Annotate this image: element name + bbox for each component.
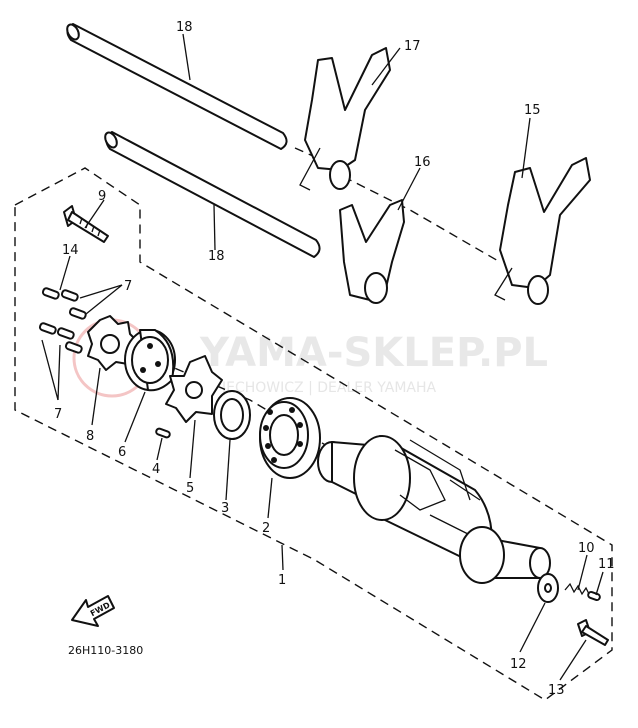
callout-12: 12	[510, 657, 527, 672]
watermark-title: YAMA-SKLEP.PL	[199, 330, 548, 376]
circlip-3	[213, 390, 251, 440]
assembly-boundary	[14, 167, 613, 701]
callout-7-top: 7	[124, 279, 132, 294]
pins-7	[38, 287, 87, 354]
callout-9: 9	[98, 189, 106, 204]
pin-11	[587, 590, 601, 602]
callout-4: 4	[152, 462, 160, 477]
watermark: YAMA-SKLEP.PL JECHOWICZ | DEALER YAMAHA	[72, 318, 548, 398]
shift-drum-1	[317, 435, 551, 584]
part-code: 26H110-3180	[68, 644, 143, 657]
shift-fork-16	[339, 199, 405, 304]
callout-17: 17	[404, 39, 421, 54]
stopper-plate-5	[165, 355, 223, 423]
callout-1: 1	[278, 573, 286, 588]
bolt-9	[63, 205, 109, 243]
shift-fork-15	[494, 157, 591, 305]
spring-10	[564, 582, 591, 597]
washer-12	[537, 573, 559, 603]
segment-6	[124, 329, 176, 392]
callout-16: 16	[414, 155, 431, 170]
dowel-pin-4	[155, 427, 171, 439]
callout-15: 15	[524, 103, 541, 118]
screw-13	[577, 619, 609, 646]
callout-2: 2	[262, 521, 270, 536]
callout-5: 5	[186, 481, 194, 496]
watermark-subtitle: JECHOWICZ | DEALER YAMAHA	[221, 380, 437, 396]
callout-8: 8	[86, 429, 94, 444]
shift-fork-17	[299, 47, 391, 191]
shift-fork-shaft-lower	[104, 131, 321, 258]
callout-11: 11	[598, 557, 615, 572]
callout-18-upper: 18	[176, 20, 193, 35]
callout-leaders	[41, 33, 604, 681]
callout-numbers: 18 17 15 16 9 18 14 7 7 8 6 4 5 3 2 1 10…	[54, 20, 615, 698]
callout-14: 14	[62, 243, 79, 258]
callout-6: 6	[118, 445, 126, 460]
callout-7-bottom: 7	[54, 407, 62, 422]
shift-fork-shaft-upper	[66, 23, 288, 150]
callout-13: 13	[548, 683, 565, 698]
callout-3: 3	[221, 501, 229, 516]
callout-18-lower: 18	[208, 249, 225, 264]
bearing-2	[259, 397, 321, 479]
forward-arrow-icon: FWD	[71, 595, 115, 627]
callout-10: 10	[578, 541, 595, 556]
